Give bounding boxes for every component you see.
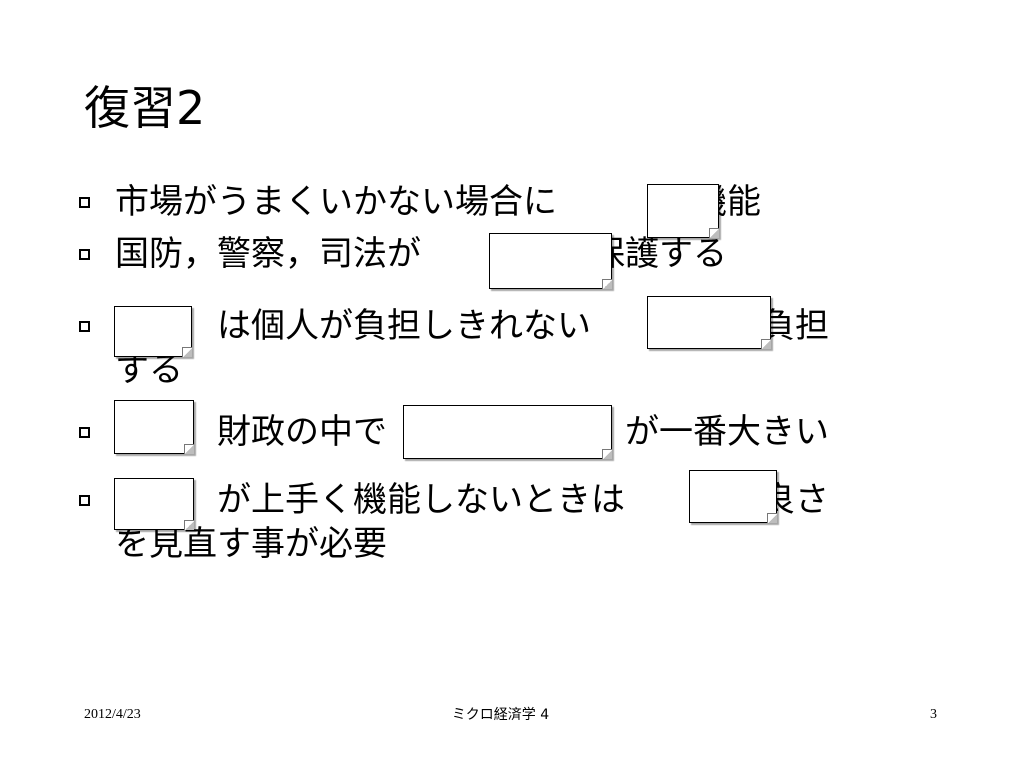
bullet-text-line: 市場がうまくいかない場合に が機能 [115,182,761,222]
bullet-text-line: を見直す事が必要 [115,524,387,564]
bullet-text-line: が上手く機能しないときは の良さ [115,480,829,520]
answer-blank-note[interactable] [114,306,192,357]
square-bullet-icon [79,495,90,506]
slide-title: 復習2 [84,81,206,135]
bullet-text-line: は個人が負担しきれない も負担 [115,306,829,346]
square-bullet-icon [79,427,90,438]
answer-blank-note[interactable] [489,233,612,289]
square-bullet-icon [79,249,90,260]
bullet-text-line: 国防，警察，司法が を保護する [115,234,727,274]
answer-blank-note[interactable] [114,478,194,530]
answer-blank-note[interactable] [647,184,719,238]
answer-blank-note[interactable] [403,405,612,459]
square-bullet-icon [79,197,90,208]
answer-blank-note[interactable] [689,470,777,523]
footer-course-title: ミクロ経済学 4 [451,707,550,723]
answer-blank-note[interactable] [647,296,771,349]
answer-blank-note[interactable] [114,400,194,454]
footer-date: 2012/4/23 [84,707,141,722]
bullet-text-line: する [115,350,183,390]
square-bullet-icon [79,321,90,332]
footer-page-number: 3 [930,707,937,722]
